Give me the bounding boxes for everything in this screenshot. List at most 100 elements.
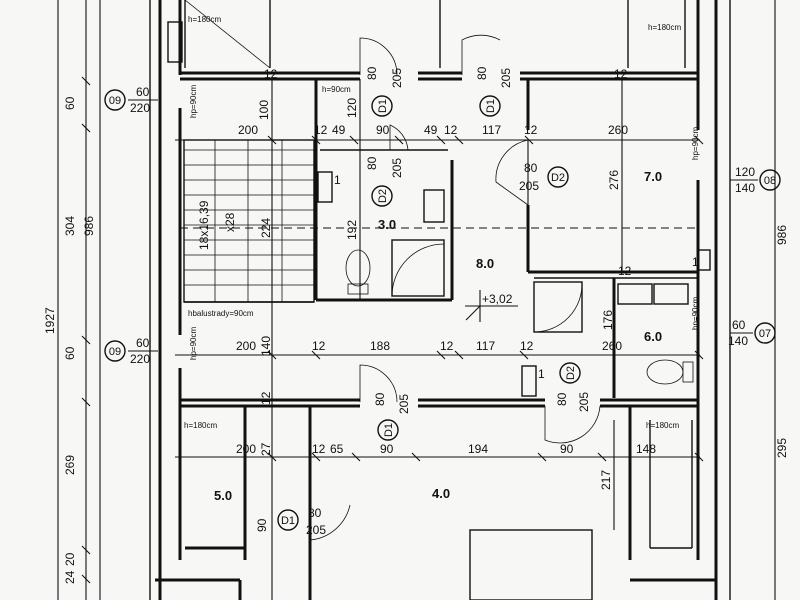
door-badge-d2-b: D2	[551, 172, 565, 184]
window-09-a-width: 60	[136, 85, 150, 99]
door-width-b: 80	[475, 66, 489, 80]
dim-1-c: 1	[538, 367, 545, 381]
dim-140-vert: 140	[259, 336, 273, 356]
door-height-a: 205	[390, 68, 404, 88]
window-badge-08: 08	[764, 175, 776, 187]
dim-120: 120	[345, 98, 359, 118]
door-height-b: 205	[499, 68, 513, 88]
room-label-4: 4.0	[432, 486, 450, 501]
door-width-d: 80	[524, 161, 538, 175]
window-badges	[104, 89, 781, 362]
window-sill-label-a: hp=90cm	[189, 85, 198, 118]
window-08-height: 140	[735, 181, 755, 195]
dim-12-top-d: 12	[264, 67, 278, 81]
dim-148: 148	[636, 442, 656, 456]
window-08-width: 120	[735, 165, 755, 179]
dim-295: 295	[775, 438, 789, 458]
door-height-g: 205	[306, 523, 326, 537]
dim-200-top: 200	[238, 123, 258, 137]
dim-12-mid-c: 12	[520, 339, 534, 353]
dim-188: 188	[370, 339, 390, 353]
height-label-lower-right: h=180cm	[646, 421, 679, 430]
stairs-size-label: 18x16,39	[197, 200, 211, 250]
staircase	[183, 139, 315, 303]
dim-200-low: 200	[236, 442, 256, 456]
window-09-b-height: 220	[130, 352, 150, 366]
height-label-top-right: h=180cm	[648, 23, 681, 32]
room-label-8: 8.0	[476, 256, 494, 271]
dim-24: 24	[63, 570, 77, 584]
room-label-3: 3.0	[378, 217, 396, 232]
dim-1-a: 1	[334, 173, 341, 187]
window-07-width: 60	[732, 318, 746, 332]
door-height-e: 205	[577, 392, 591, 412]
dim-49-a: 49	[332, 123, 346, 137]
door-width-c: 80	[365, 156, 379, 170]
door-height-c: 205	[390, 158, 404, 178]
dim-27: 27	[259, 442, 273, 456]
dim-20: 20	[63, 552, 77, 566]
door-width-e: 80	[555, 392, 569, 406]
room-label-7: 7.0	[644, 169, 662, 184]
dim-224: 224	[259, 218, 273, 238]
window-badge-09-a: 09	[109, 95, 121, 107]
door-badge-d1-d: D1	[281, 515, 295, 527]
stairs-count-label: x28	[223, 212, 237, 232]
height-label-lower-left: h=180cm	[184, 421, 217, 430]
dim-49-b: 49	[424, 123, 438, 137]
dim-90-top: 90	[376, 123, 390, 137]
door-width-f: 80	[373, 392, 387, 406]
dim-100: 100	[257, 100, 271, 120]
fixtures	[167, 21, 711, 397]
window-09-a-height: 220	[130, 101, 150, 115]
dim-260-mid: 260	[602, 339, 622, 353]
dim-192: 192	[345, 220, 359, 240]
dim-269: 269	[63, 455, 77, 475]
dim-217: 217	[599, 470, 613, 490]
window-sill-label-b: hp=90cm	[189, 327, 198, 360]
dimension-lines	[57, 0, 776, 600]
dim-12-top-c: 12	[524, 123, 538, 137]
outer-walls	[149, 0, 731, 600]
door-badge-d1-a: D1	[377, 99, 389, 113]
bath-height-label: h=90cm	[322, 85, 351, 94]
railing-height-label: hbalustrady=90cm	[188, 309, 254, 318]
dim-12-top-b: 12	[444, 123, 458, 137]
interior-walls	[155, 0, 716, 600]
door-badges	[277, 95, 581, 531]
dim-260-top: 260	[608, 123, 628, 137]
door-badge-d2-c: D2	[565, 366, 577, 380]
dim-12-low-a: 12	[312, 442, 326, 456]
door-badge-d2-a: D2	[377, 189, 389, 203]
door-width-g: 80	[308, 506, 322, 520]
dim-60-mid: 60	[63, 346, 77, 360]
dim-60-top: 60	[63, 96, 77, 110]
dim-65: 65	[330, 442, 344, 456]
door-badge-d1-c: D1	[383, 423, 395, 437]
door-badge-d1-b: D1	[485, 99, 497, 113]
door-width-a: 80	[365, 66, 379, 80]
dim-12-vert-a: 12	[259, 391, 273, 405]
dim-90-vert: 90	[255, 518, 269, 532]
dim-117-mid: 117	[476, 339, 495, 353]
height-label-top-left: h=180cm	[188, 15, 221, 24]
dim-194: 194	[468, 442, 488, 456]
window-badge-07: 07	[759, 328, 771, 340]
dim-117-top: 117	[482, 123, 501, 137]
window-07-height: 140	[728, 334, 748, 348]
window-sill-label-d: hp=90cm	[691, 297, 700, 330]
dim-12-top-a: 12	[314, 123, 328, 137]
level-mark: +3,02	[482, 292, 513, 306]
dim-176: 176	[601, 310, 615, 330]
dim-12-mid-b: 12	[440, 339, 454, 353]
room-label-5: 5.0	[214, 488, 232, 503]
window-badge-09-b: 09	[109, 346, 121, 358]
door-height-d: 205	[519, 179, 539, 193]
dim-12-mid-a: 12	[312, 339, 326, 353]
door-swings	[309, 34, 601, 541]
dim-12-vert-b: 12	[618, 264, 632, 278]
dim-200-mid: 200	[236, 339, 256, 353]
dim-986-right: 986	[775, 225, 789, 245]
room-label-6: 6.0	[644, 329, 662, 344]
